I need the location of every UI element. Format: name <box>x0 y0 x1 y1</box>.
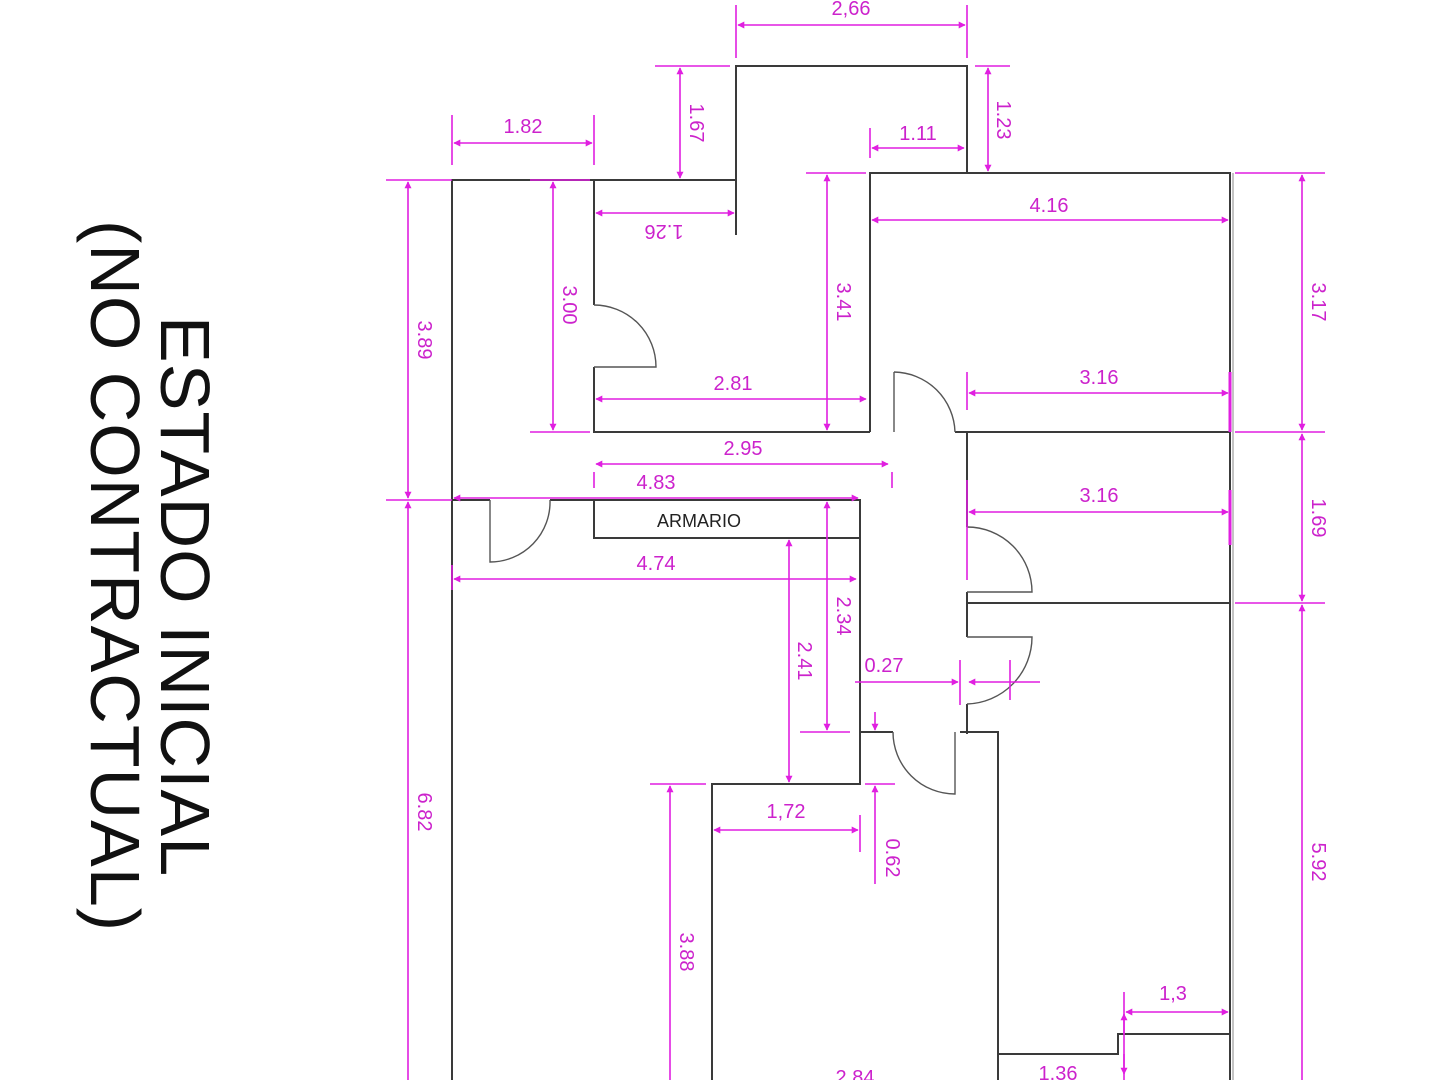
dim-label: 1,3 <box>1159 983 1187 1005</box>
dim-label: 0.62 <box>881 839 903 878</box>
dim-label: 2.34 <box>832 597 854 636</box>
armario-label: ARMARIO <box>657 511 741 531</box>
dim-label: 2.81 <box>714 373 753 395</box>
dim-label: 2,66 <box>832 0 871 20</box>
dim-label: 1.36 <box>1039 1063 1078 1080</box>
dim-label: 3.88 <box>675 933 697 972</box>
walls <box>451 65 1234 1080</box>
dim-label: 5.92 <box>1307 843 1329 882</box>
dim-label: 1.26 <box>645 220 684 242</box>
dimension-lines <box>386 5 1325 1080</box>
dim-label: 1.67 <box>685 104 707 143</box>
dim-label: 3.89 <box>413 321 435 360</box>
dimension-texts: 2,66 1.82 1.67 1.11 1.23 1.26 4.16 3.00 … <box>413 0 1329 1080</box>
dim-label: 1,72 <box>767 801 806 823</box>
dim-label: 4.74 <box>637 553 676 575</box>
dim-label: 3.16 <box>1080 367 1119 389</box>
dim-label: 1.69 <box>1307 499 1329 538</box>
dim-label: 1.23 <box>992 101 1014 140</box>
dim-label: 6.82 <box>413 793 435 832</box>
dim-label: 3.00 <box>558 286 580 325</box>
dim-label: 2.95 <box>724 438 763 460</box>
dim-label: 4.83 <box>637 472 676 494</box>
dim-label: 1.11 <box>899 123 936 145</box>
dim-label: 2.84 <box>836 1067 875 1080</box>
dim-label: 4.16 <box>1030 195 1069 217</box>
dim-label: 3.41 <box>832 283 854 322</box>
dim-label: 0.27 <box>865 655 904 677</box>
dim-label: 3.17 <box>1307 283 1329 322</box>
dim-label: 3.16 <box>1080 485 1119 507</box>
doors <box>489 304 1033 795</box>
dim-label: 1.82 <box>504 116 543 138</box>
dim-label: 2.41 <box>793 642 815 681</box>
